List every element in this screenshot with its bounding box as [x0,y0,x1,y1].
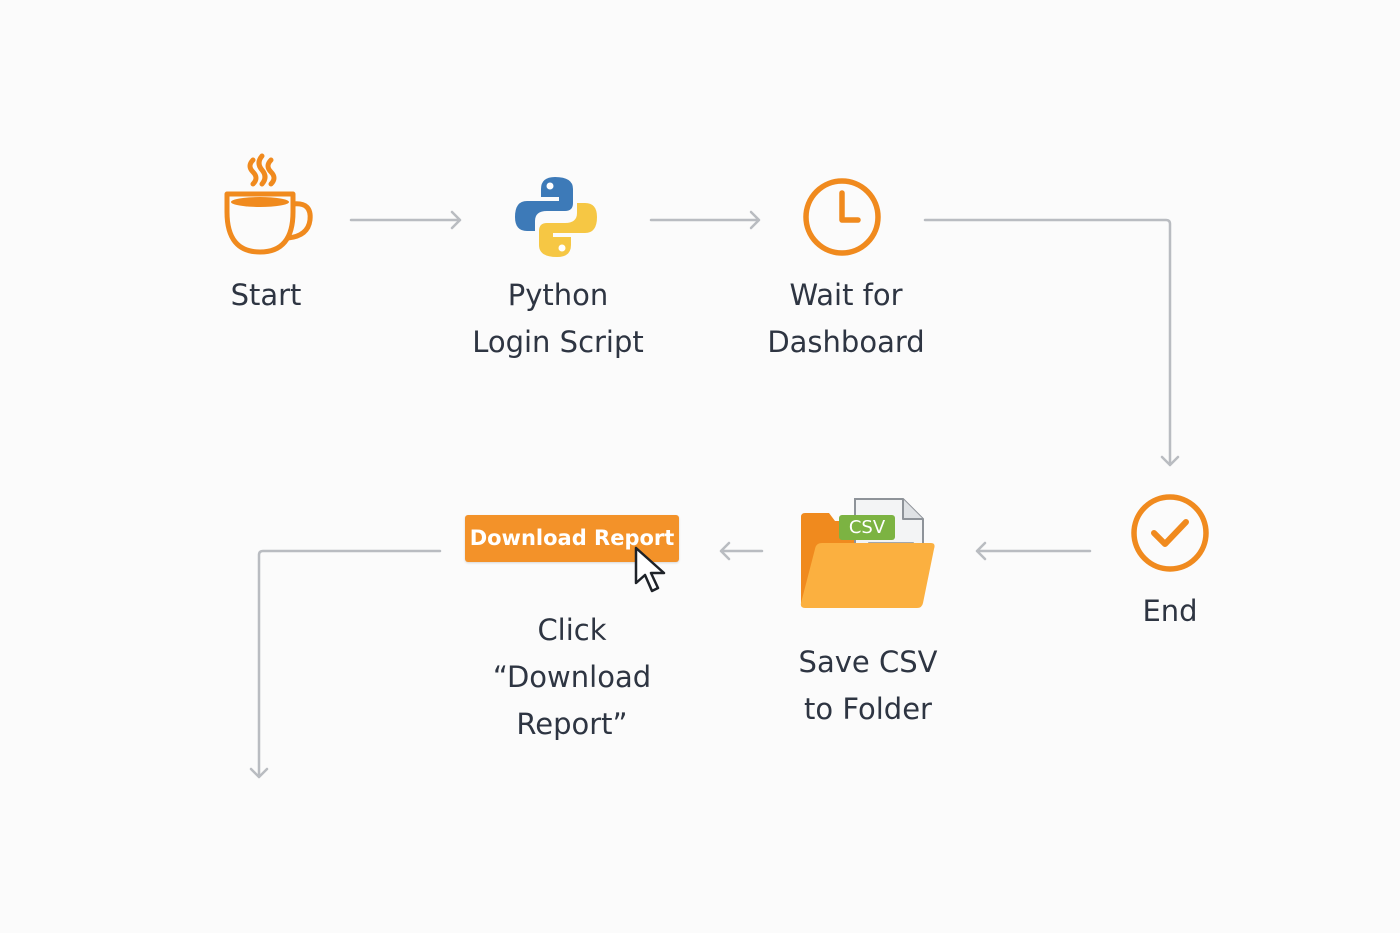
step-label-save-csv: Save CSV to Folder [798,645,938,726]
download-report-button[interactable]: Download Report [465,515,679,562]
arrow-save-to-download [719,541,764,561]
python-logo-icon [515,177,597,257]
arrow-wait-to-end [923,218,1180,467]
mouse-pointer-icon [634,546,666,593]
arrow-python-to-wait [649,210,761,230]
step-label-end: End [1142,594,1198,628]
csv-folder-icon [800,498,935,608]
arrow-download-out [249,549,442,779]
clock-icon [803,178,881,256]
step-label-python: Python Login Script [472,278,644,359]
arrow-end-to-save [975,541,1092,561]
step-label-start: Start [230,278,302,312]
step-label-wait: Wait for Dashboard [767,278,925,359]
step-label-download: Click “Download Report” [492,613,652,741]
check-circle-icon [1131,494,1209,572]
csv-tag-label: CSV [848,517,886,538]
arrow-start-to-python [349,210,462,230]
coffee-cup-icon [224,153,313,255]
